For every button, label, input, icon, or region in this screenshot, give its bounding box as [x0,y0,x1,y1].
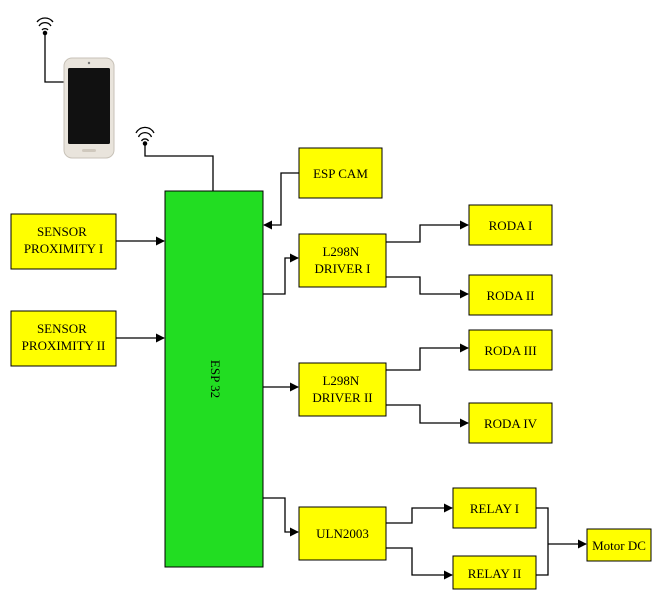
sensor-proximity-2-block: SENSOR PROXIMITY II [11,311,116,366]
roda-3-block: RODA III [469,330,552,370]
roda-1-block: RODA I [469,205,552,245]
roda-1-label: RODA I [489,218,533,233]
esp32-label: ESP 32 [208,360,223,398]
sensor-1-label-line1: SENSOR [37,224,87,239]
sensor-1-label-line2: PROXIMITY I [24,241,103,256]
esp32-antenna-line [145,145,213,191]
roda-2-block: RODA II [469,275,552,315]
roda-4-label: RODA IV [484,416,538,431]
motor-dc-block: Motor DC [587,529,651,561]
uln2003-label: ULN2003 [316,526,369,541]
sensor-proximity-1-block: SENSOR PROXIMITY I [11,214,116,269]
relay-1-label: RELAY I [470,501,519,516]
l298n-driver-2-block: L298N DRIVER II [299,363,386,416]
roda-4-block: RODA IV [469,403,552,443]
relay-1-to-motor-line [536,508,548,544]
driver-1-label-line1: L298N [322,244,359,259]
uln2003-to-relay-1-arrow [386,508,452,523]
relay-2-to-motor-line [536,544,548,575]
wifi-signal-icon [136,127,154,145]
driver-2-label-line2: DRIVER II [312,390,372,405]
esp-cam-to-esp32-arrow [264,173,299,225]
relay-2-block: RELAY II [453,556,536,589]
esp-cam-label: ESP CAM [313,166,368,181]
driver-1-to-roda-2-arrow [386,277,468,294]
roda-3-label: RODA III [484,343,536,358]
esp32-block: ESP 32 [165,191,263,567]
sensor-2-label-line1: SENSOR [37,321,87,336]
esp32-to-uln2003-arrow [263,498,298,532]
wifi-signal-icon [37,18,53,35]
esp32-to-driver-1-arrow [263,258,298,294]
driver-1-label-line2: DRIVER I [315,261,371,276]
sensor-2-label-line2: PROXIMITY II [22,338,106,353]
l298n-driver-1-block: L298N DRIVER I [299,234,386,287]
motor-dc-label: Motor DC [592,538,646,553]
uln2003-block: ULN2003 [299,507,386,560]
driver-2-to-roda-4-arrow [386,405,468,423]
driver-1-to-roda-1-arrow [386,225,468,242]
driver-2-label-line1: L298N [322,373,359,388]
roda-2-label: RODA II [486,288,534,303]
uln2003-to-relay-2-arrow [386,548,452,575]
driver-2-to-roda-3-arrow [386,348,468,370]
relay-2-label: RELAY II [468,566,522,581]
relay-1-block: RELAY I [453,488,536,528]
smartphone-icon [64,58,114,158]
esp-cam-block: ESP CAM [299,148,382,198]
